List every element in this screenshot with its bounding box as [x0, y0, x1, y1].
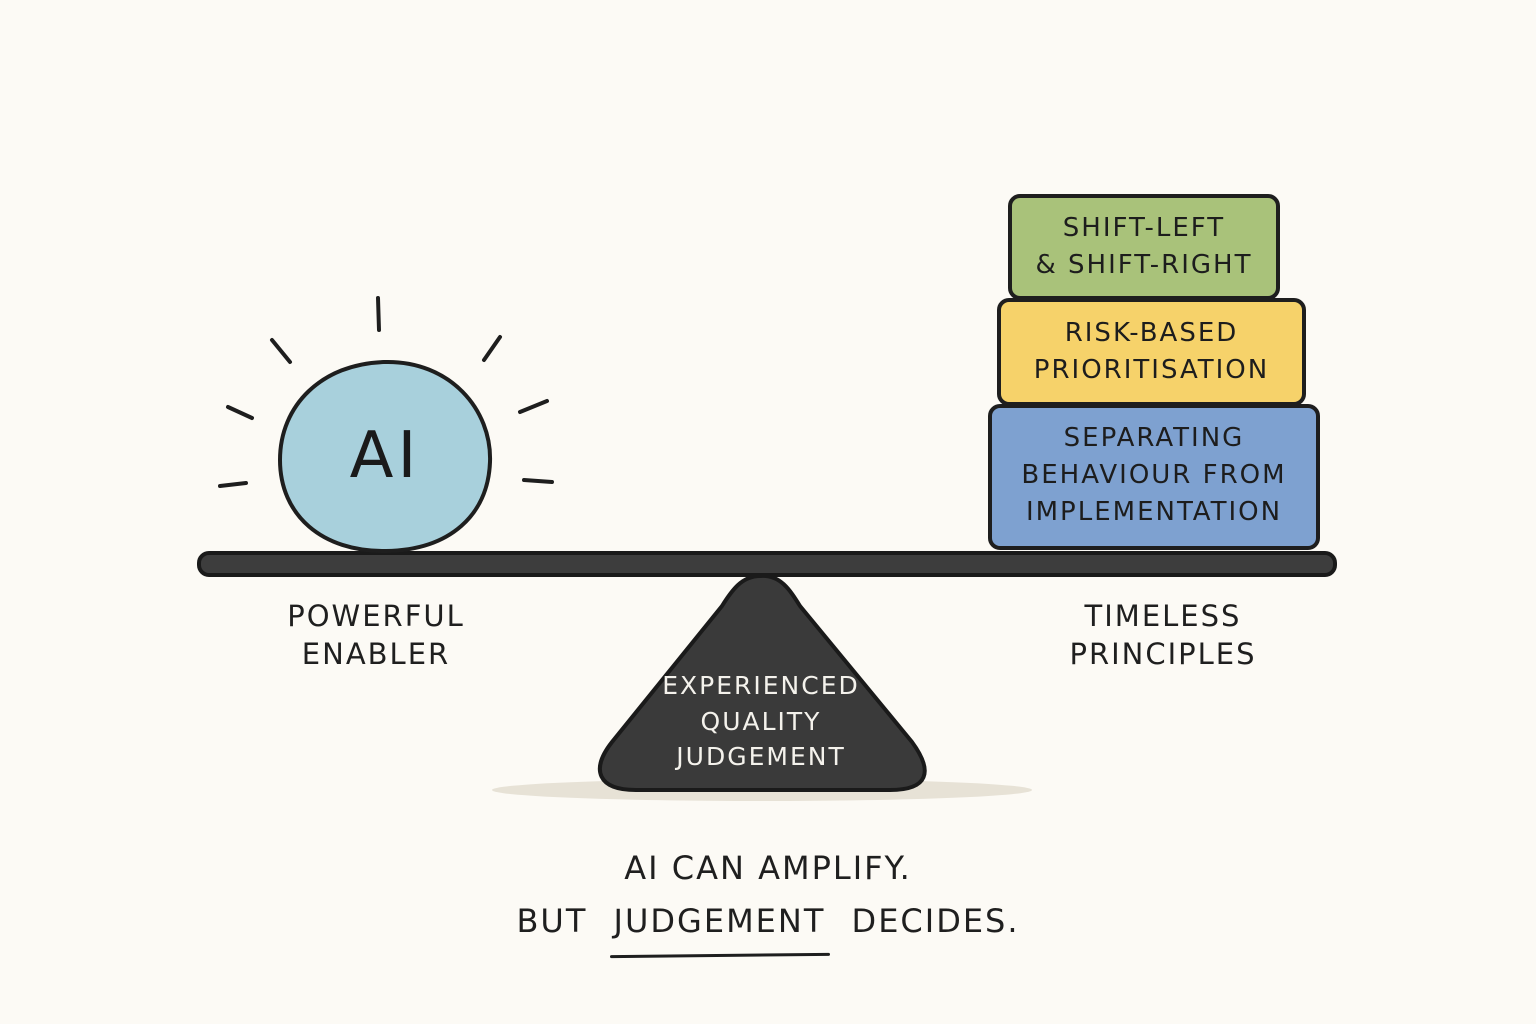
caption-line2: BUT JUDGEMENT DECIDES. — [418, 895, 1118, 948]
block-risk-based-line1: RISK-BASED — [1064, 318, 1239, 348]
ai-badge-text: AI — [349, 419, 421, 493]
block-separating-line1: SEPARATING — [1063, 423, 1245, 453]
left-side-label: POWERFUL ENABLER — [226, 597, 526, 674]
caption-line1: AI CAN AMPLIFY. — [624, 849, 912, 887]
ai-glow-rays-icon — [218, 296, 554, 488]
caption-emphasis: JUDGEMENT — [614, 895, 826, 948]
fulcrum-label: EXPERIENCED QUALITY JUDGEMENT — [616, 668, 906, 775]
right-side-label-line2: PRINCIPLES — [1069, 637, 1257, 672]
fulcrum-label-line3: JUDGEMENT — [676, 742, 846, 771]
block-separating-label: SEPARATING BEHAVIOUR FROM IMPLEMENTATION — [990, 420, 1318, 531]
caption: AI CAN AMPLIFY. BUT JUDGEMENT DECIDES. — [418, 842, 1118, 948]
ai-circle-icon — [277, 359, 493, 554]
caption-line2-after: DECIDES. — [851, 901, 1020, 940]
block-shift-left-line1: SHIFT-LEFT — [1062, 213, 1226, 243]
block-shift-left-label: SHIFT-LEFT & SHIFT-RIGHT — [1010, 210, 1278, 284]
block-risk-based-label: RISK-BASED PRIORITISATION — [999, 315, 1304, 389]
block-shift-left — [1008, 194, 1280, 300]
right-side-label: TIMELESS PRINCIPLES — [1013, 597, 1313, 674]
block-risk-based-line2: PRIORITISATION — [1033, 354, 1270, 385]
balance-beam — [197, 551, 1337, 577]
right-side-label-line1: TIMELESS — [1084, 599, 1242, 633]
fulcrum-label-line1: EXPERIENCED — [662, 671, 860, 700]
block-separating-line2: BEHAVIOUR FROM — [1021, 459, 1287, 490]
caption-line2-before: BUT — [516, 901, 588, 940]
block-separating-line3: IMPLEMENTATION — [1025, 496, 1283, 527]
fulcrum-label-line2: QUALITY — [700, 706, 822, 736]
fulcrum — [598, 573, 927, 792]
left-side-label-line2: ENABLER — [301, 637, 451, 672]
block-shift-left-line2: & SHIFT-RIGHT — [1035, 249, 1253, 280]
left-side-label-line1: POWERFUL — [287, 599, 465, 633]
